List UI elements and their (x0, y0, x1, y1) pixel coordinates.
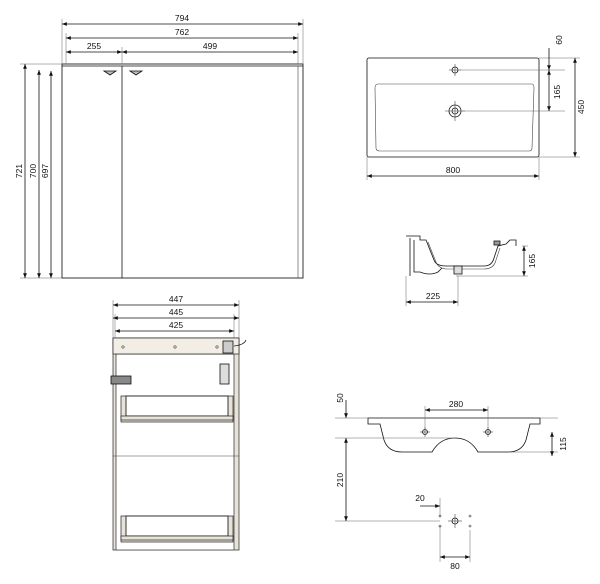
dim-800-label: 800 (446, 165, 460, 175)
back-profile (367, 417, 541, 453)
dim-50-label: 50 (335, 393, 345, 403)
dim-165-side-label: 165 (527, 254, 537, 268)
dim-499-label: 499 (203, 41, 217, 51)
dim-697-label: 697 (40, 164, 50, 178)
top-view: 800 450 60 165 (366, 35, 586, 180)
left-handle (102, 70, 118, 76)
drain-outlet (453, 265, 463, 275)
upper-bracket (110, 375, 132, 385)
hole-detail: 20 80 (415, 493, 472, 571)
section-profile (406, 235, 517, 267)
dim-255-label: 255 (87, 41, 101, 51)
dim-762-label: 762 (175, 27, 189, 37)
dim-210-label: 210 (335, 473, 345, 487)
dim-80-label: 80 (450, 561, 460, 571)
cabinet-body (61, 63, 304, 279)
dim-280-label: 280 (449, 399, 463, 409)
dim-721-label: 721 (14, 164, 24, 178)
dim-447-label: 447 (169, 294, 183, 304)
basin-outline (366, 57, 540, 158)
front-view: 794 762 255 499 721 700 697 (14, 13, 304, 279)
side-view: 447 445 425 (110, 294, 247, 551)
basin-bowl (374, 83, 535, 152)
dim-60-label: 60 (554, 35, 564, 45)
dim-225-label: 225 (426, 291, 440, 301)
dim-445-label: 445 (169, 307, 183, 317)
back-view: 280 50 210 115 (335, 393, 568, 522)
dim-794-label: 794 (175, 13, 189, 23)
dim-115-label: 115 (558, 437, 568, 451)
dim-700-label: 700 (28, 164, 38, 178)
dim-425-label: 425 (169, 320, 183, 330)
dim-450-label: 450 (576, 100, 586, 114)
dim-20-label: 20 (415, 493, 425, 503)
dim-165-top-label: 165 (552, 85, 562, 99)
section-view: 165 225 (405, 235, 537, 306)
right-handle (128, 70, 144, 76)
